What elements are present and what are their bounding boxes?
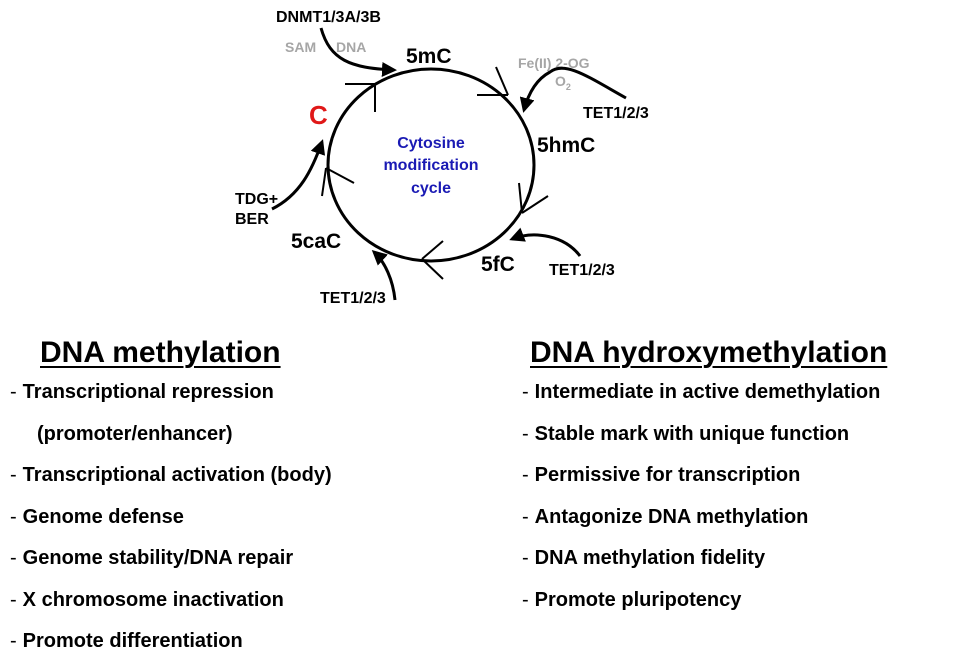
list-item: -Permissive for transcription — [522, 455, 887, 497]
list-item: -Intermediate in active demethylation — [522, 372, 887, 414]
enzyme-tdg: TDG+ — [235, 191, 278, 208]
bullet-dash: - — [522, 547, 529, 569]
bullet-dash: - — [10, 630, 17, 652]
cofactor-o2: O2 — [555, 73, 571, 92]
cycle-arrowhead-5mc-to-5hmc — [477, 66, 509, 96]
cofactor-o2-subscript: 2 — [566, 82, 571, 92]
state-5mc: 5mC — [406, 45, 452, 68]
list-item-text: Genome stability/DNA repair — [22, 547, 294, 569]
dna-methylation-section: DNA methylation -Transcriptional repress… — [10, 334, 332, 663]
state-5cac: 5caC — [291, 230, 341, 253]
bullet-dash: - — [522, 381, 529, 403]
list-item-text: Promote pluripotency — [534, 588, 742, 611]
arrow-tet-3 — [371, 249, 397, 301]
bullet-dash: - — [522, 588, 529, 611]
arrow-tet-1 — [519, 66, 627, 113]
cycle-arrowhead-5fc-to-5cac — [421, 240, 444, 280]
enzyme-dnmt: DNMT1/3A/3B — [276, 9, 381, 26]
state-5fc: 5fC — [481, 253, 515, 276]
cofactor-sam: SAM — [285, 39, 316, 55]
state-5hmc: 5hmC — [537, 134, 595, 157]
list-item-text: DNA methylation fidelity — [534, 547, 766, 569]
list-item: (promoter/enhancer) — [10, 414, 332, 456]
cycle-arrowhead-c-to-5mc — [345, 83, 376, 112]
bullet-dash: - — [10, 505, 17, 528]
bullet-dash: - — [10, 381, 17, 403]
dna-hydroxymethylation-list: -Intermediate in active demethylation -S… — [522, 372, 887, 621]
arrow-tdg-ber — [271, 139, 326, 211]
cofactor-o2-main: O — [555, 73, 566, 89]
list-item: -Promote pluripotency — [522, 580, 887, 622]
list-item-text: Transcriptional activation (body) — [22, 464, 332, 486]
cycle-arrowhead-5cac-to-c — [321, 167, 355, 197]
arrow-dnmt — [319, 27, 397, 77]
list-item: -Genome stability/DNA repair — [10, 538, 332, 580]
dna-hydroxymethylation-section: DNA hydroxymethylation -Intermediate in … — [522, 334, 887, 621]
enzyme-tet-2: TET1/2/3 — [549, 262, 615, 279]
bullet-dash: - — [10, 588, 17, 611]
center-label-line-3: cycle — [411, 180, 451, 197]
list-item: -Transcriptional repression — [10, 372, 332, 414]
list-item-text: (promoter/enhancer) — [37, 422, 233, 445]
enzyme-ber: BER — [235, 211, 269, 228]
list-item: -X chromosome inactivation — [10, 580, 332, 622]
list-item: -Stable mark with unique function — [522, 414, 887, 456]
list-item: -Antagonize DNA methylation — [522, 497, 887, 539]
list-item: -Transcriptional activation (body) — [10, 455, 332, 497]
center-label-line-2: modification — [383, 157, 478, 174]
cofactor-fe-2og: Fe(II) 2-OG — [518, 55, 590, 71]
list-item: -Genome defense — [10, 497, 332, 539]
cofactor-dna: DNA — [336, 39, 366, 55]
bullet-dash: - — [522, 505, 529, 528]
dna-methylation-list: -Transcriptional repression (promoter/en… — [10, 372, 332, 663]
list-item-text: Genome defense — [22, 505, 184, 528]
bullet-dash: - — [10, 547, 17, 569]
bullet-dash: - — [522, 422, 529, 445]
list-item-text: Antagonize DNA methylation — [534, 505, 809, 528]
dna-methylation-title: DNA methylation — [40, 336, 281, 369]
enzyme-tet-1: TET1/2/3 — [583, 105, 649, 122]
dna-hydroxymethylation-title: DNA hydroxymethylation — [530, 336, 888, 369]
bullet-dash: - — [10, 464, 17, 486]
list-item: -DNA methylation fidelity — [522, 538, 887, 580]
cycle-arrowhead-5hmc-to-5fc — [518, 182, 549, 214]
bullet-dash: - — [522, 464, 529, 486]
list-item-text: Promote differentiation — [22, 630, 243, 652]
arrow-tet-2 — [509, 227, 582, 257]
enzyme-tet-3: TET1/2/3 — [320, 290, 386, 307]
cytosine-modification-cycle-diagram: C 5mC 5hmC 5fC 5caC Cytosine modificatio… — [235, 9, 649, 307]
cycle-circle — [326, 67, 536, 263]
list-item-text: X chromosome inactivation — [22, 588, 284, 611]
list-item-text: Transcriptional repression — [22, 381, 274, 403]
center-label-line-1: Cytosine — [397, 135, 465, 152]
list-item-text: Stable mark with unique function — [534, 422, 850, 445]
state-c: C — [309, 100, 328, 130]
list-item: -Promote differentiation — [10, 621, 332, 663]
list-item-text: Intermediate in active demethylation — [534, 381, 881, 403]
list-item-text: Permissive for transcription — [534, 464, 801, 486]
